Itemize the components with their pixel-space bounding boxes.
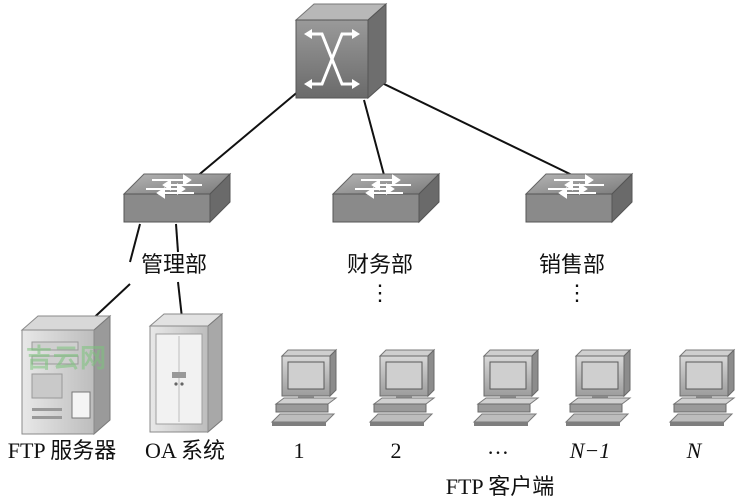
pc-icon xyxy=(472,348,540,426)
client-label-n: N xyxy=(686,438,702,463)
pc-icon xyxy=(270,348,338,426)
vertical-ellipsis-sales: ⋮ xyxy=(566,280,588,305)
clients-caption: FTP 客户端 xyxy=(445,474,555,499)
core-router-icon xyxy=(294,2,388,100)
vertical-ellipsis-finance: ⋮ xyxy=(369,280,391,305)
watermark: 吉云网 xyxy=(26,344,108,374)
switch-icon-finance xyxy=(331,172,441,224)
server-rack-icon xyxy=(148,312,224,434)
link-core-to-finance xyxy=(363,99,385,176)
pc-group xyxy=(270,348,736,426)
client-label-1: 1 xyxy=(293,438,305,463)
server-label-ftp: FTP 服务器 xyxy=(7,438,117,463)
connection-lines xyxy=(84,81,573,327)
switch-icon-sales xyxy=(524,172,634,224)
switch-icon-management xyxy=(122,172,232,224)
department-label-sales: 销售部 xyxy=(538,252,606,277)
pc-icon xyxy=(368,348,436,426)
client-label-ellipsis: … xyxy=(487,434,509,459)
link-management-to-oa xyxy=(175,223,179,253)
pc-icon xyxy=(564,348,632,426)
department-label-finance: 财务部 xyxy=(346,252,414,277)
link-management-to-oa-lower xyxy=(177,281,183,319)
server-label-oa: OA 系统 xyxy=(144,438,226,463)
client-label-2: 2 xyxy=(390,438,402,463)
server-tower-icon xyxy=(20,314,112,436)
link-core-to-sales xyxy=(379,81,573,176)
pc-icon xyxy=(668,348,736,426)
link-management-to-ftp-server xyxy=(129,223,141,263)
link-core-to-management xyxy=(194,89,301,179)
client-label-n-minus-1: N−1 xyxy=(569,438,611,463)
department-label-management: 管理部 xyxy=(140,252,208,277)
